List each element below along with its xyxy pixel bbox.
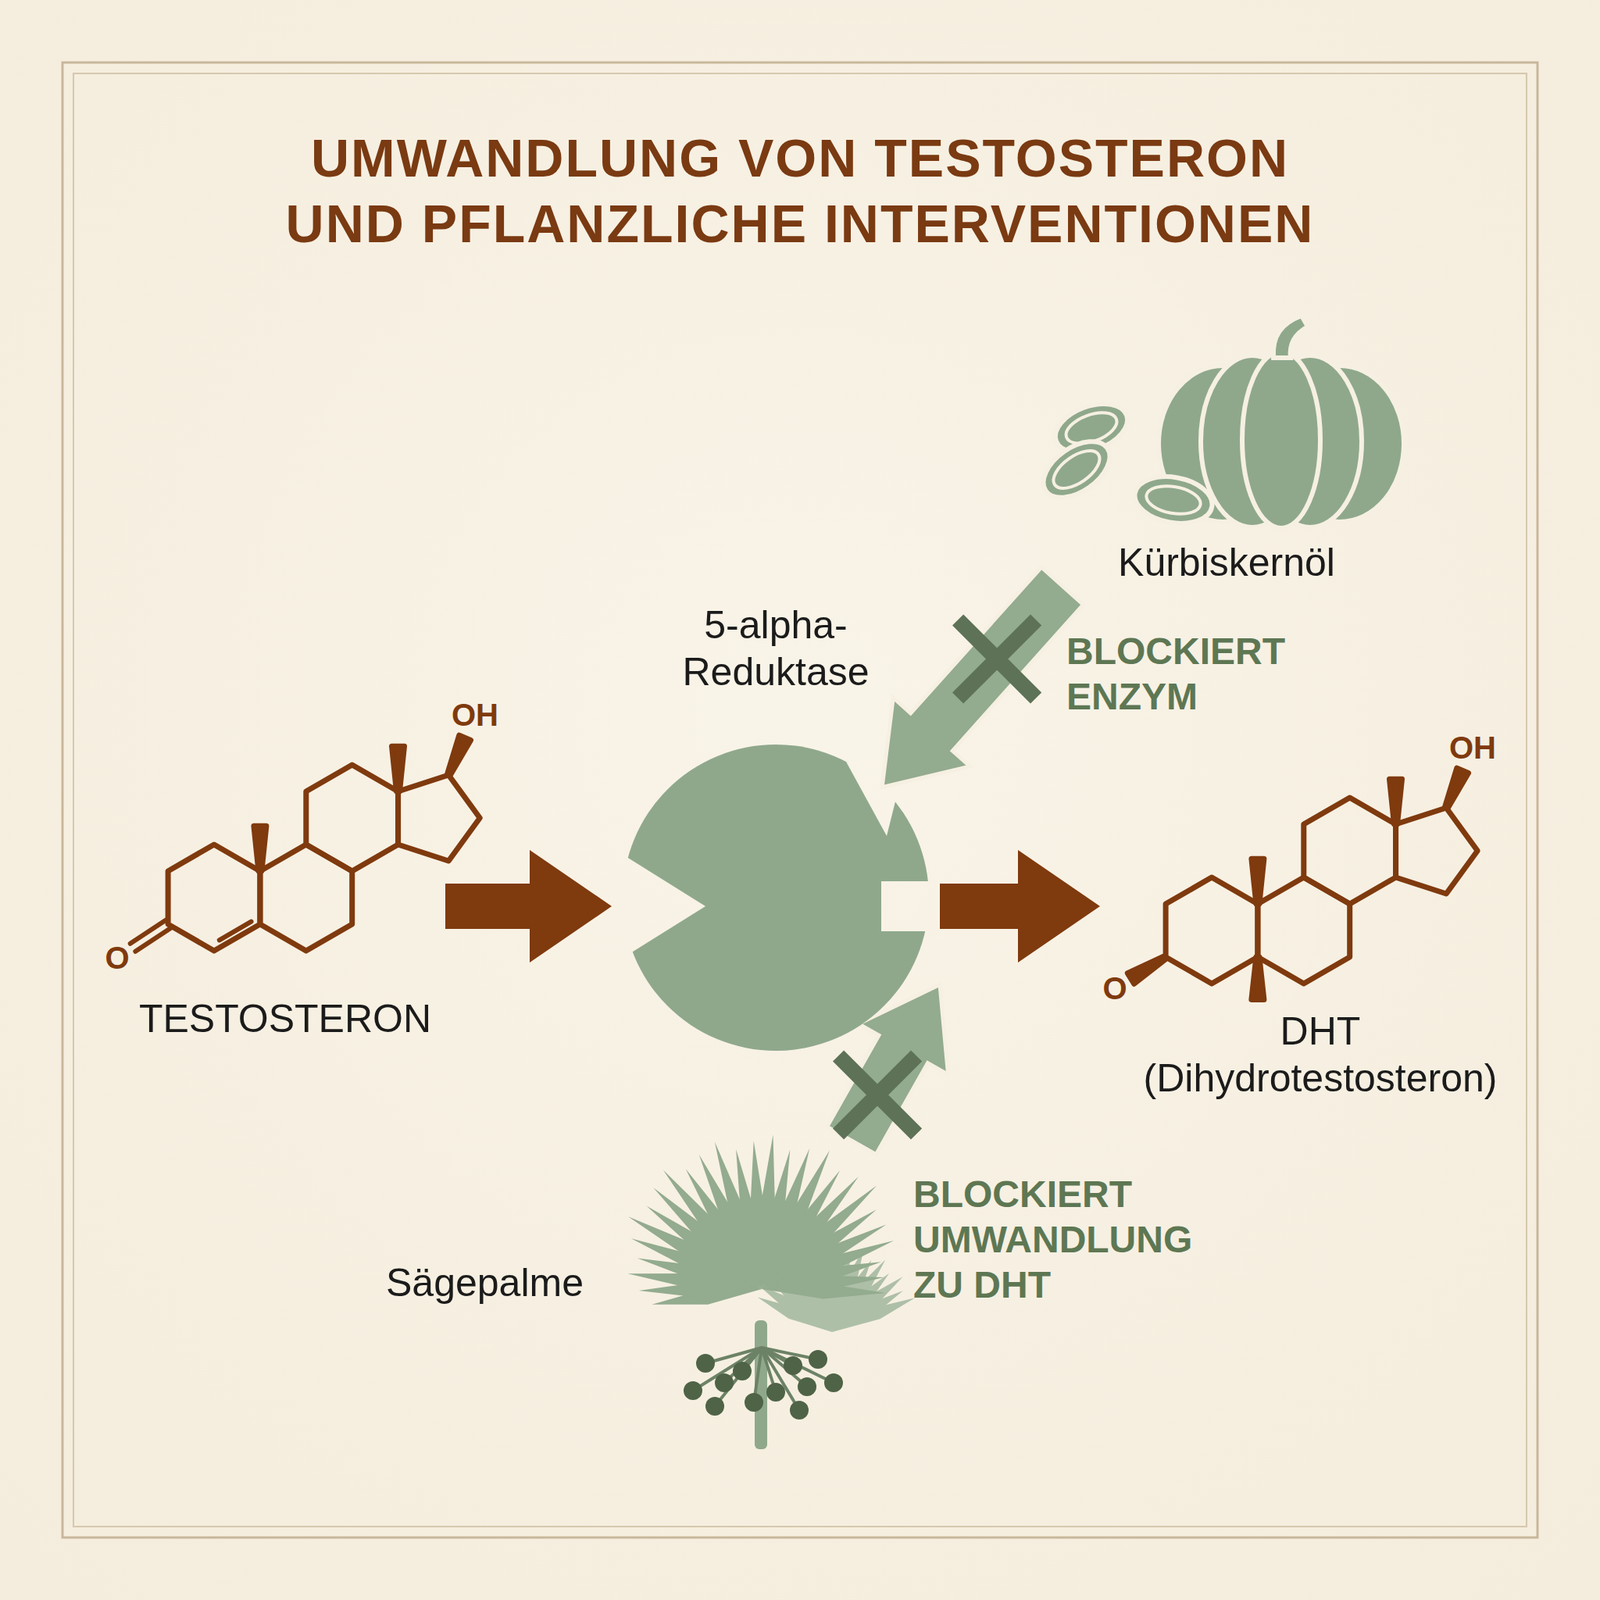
wedge-bond	[1251, 957, 1265, 1000]
connector	[445, 850, 612, 963]
edge-label: BLOCKIERT UMWANDLUNG ZU DHT	[913, 1171, 1242, 1308]
block-cross	[957, 619, 1036, 698]
ring	[167, 844, 261, 951]
block-cross	[838, 1055, 917, 1134]
palm-berry	[696, 1353, 715, 1373]
enzyme-circle	[622, 744, 929, 1051]
bond-line	[130, 920, 166, 944]
dht-structure	[1127, 767, 1478, 1000]
node-label: DHT (Dihydrotestosteron)	[1109, 1007, 1532, 1102]
palm-leaf	[832, 1297, 915, 1333]
ring	[1165, 877, 1258, 984]
block-cross	[957, 619, 1036, 698]
palm-berry	[797, 1377, 817, 1397]
palm-trunk	[754, 1320, 768, 1450]
enzyme-node: 5-alpha- Reduktase	[611, 601, 940, 1063]
frame-outer	[62, 62, 1538, 1538]
connector	[882, 567, 1084, 788]
palm-berry	[683, 1381, 703, 1400]
palm-berry	[783, 1356, 803, 1375]
palm-berry	[824, 1373, 843, 1393]
arrow-shape	[445, 850, 612, 963]
testosterone-structure	[130, 735, 480, 952]
ring	[1303, 797, 1397, 904]
palm-berry	[766, 1382, 786, 1402]
palm-leaf	[761, 1283, 886, 1300]
palm-berry	[714, 1373, 734, 1393]
node-label: Sägepalme	[385, 1259, 584, 1307]
bond-line	[219, 921, 252, 941]
palm-berry	[789, 1400, 809, 1420]
node-label: 5-alpha- Reduktase	[650, 601, 901, 696]
arrow-shape	[939, 850, 1100, 963]
node-label: Kürbiskernöl	[1117, 539, 1336, 586]
ring	[398, 775, 481, 861]
wedge-bond	[446, 735, 471, 776]
palm-berry	[705, 1396, 725, 1416]
ring	[1396, 807, 1479, 894]
ring	[306, 764, 399, 872]
atom-label: OH	[451, 699, 499, 731]
saw-palmetto-node: Sägepalme	[375, 1140, 907, 1454]
testosterone-node: TESTOSTERON	[125, 687, 446, 1055]
atom-label: O	[104, 942, 129, 974]
palm-berry	[744, 1392, 764, 1412]
node-label: TESTOSTERON	[139, 995, 432, 1043]
saw-palmetto-icon	[628, 1135, 916, 1450]
wedge-bond	[253, 825, 267, 872]
diagram-title: UMWANDLUNG VON TESTOSTERON UND PFLANZLIC…	[260, 125, 1340, 257]
palm-berry	[808, 1350, 828, 1369]
block-cross	[838, 1055, 917, 1134]
pumpkin-icon	[1033, 315, 1404, 529]
edge-label: BLOCKIERT ENZYM	[1066, 628, 1317, 720]
wedge-bond	[392, 746, 405, 792]
wedge-bond	[1444, 767, 1468, 809]
palm-berry	[732, 1361, 752, 1381]
pumpkin-seed-oil-node: Kürbiskernöl	[1046, 312, 1407, 586]
wedge-bond	[1389, 778, 1403, 825]
arrow-shape	[882, 567, 1084, 788]
wedge-bond	[1251, 858, 1265, 904]
atom-label: OH	[1449, 732, 1497, 764]
connector	[939, 850, 1100, 963]
wedge-bond	[1127, 955, 1167, 984]
frame-inner	[73, 73, 1527, 1527]
bond-line	[135, 928, 171, 952]
atom-label: O	[1102, 972, 1127, 1004]
